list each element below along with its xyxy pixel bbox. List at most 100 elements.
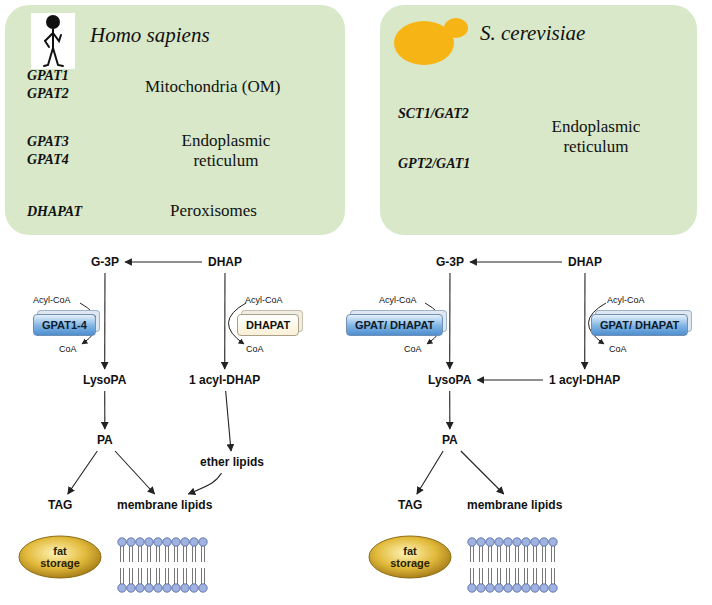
metabolite-label: membrane lipids [117, 498, 212, 512]
cofactor-label: Acyl-CoA [607, 295, 645, 305]
lipid-tail [156, 568, 157, 584]
metabolite-label: TAG [398, 498, 422, 512]
metabolite-node: TAG [395, 497, 425, 513]
lipid-tail [168, 568, 169, 584]
lipid-tail [129, 546, 130, 562]
organism-name: Homo sapiens [90, 23, 210, 48]
lipid-head [540, 584, 548, 592]
lipid-tail [123, 568, 124, 584]
lipid-head [145, 538, 153, 546]
lipid-tail [192, 568, 193, 584]
lipid-tail [201, 546, 202, 562]
lipid-tail [195, 568, 196, 584]
cofactor-label: CoA [246, 344, 264, 354]
lipid-head [522, 584, 530, 592]
lipid-head [172, 584, 180, 592]
lipid-tail [524, 568, 525, 584]
lipid-head [486, 584, 494, 592]
lipid-tail [129, 568, 130, 584]
lipid-tail [536, 568, 537, 584]
gene-name: GPAT3 GPAT4 [27, 133, 83, 169]
metabolite-node: membrane lipids [114, 497, 215, 513]
lipid-tail [473, 546, 474, 562]
fat-droplet-ellipse [19, 536, 101, 578]
lipid-head [199, 584, 207, 592]
lipid-tail [138, 546, 139, 562]
reaction-arrow [188, 473, 221, 494]
metabolite-node: DHAP [205, 254, 245, 270]
enzyme-label: GPAT/ DHAPAT [600, 319, 679, 331]
reaction-arrow [104, 273, 105, 369]
reaction-arrow [68, 451, 98, 494]
gene-name: SCT1/GAT2 [398, 105, 469, 123]
lipid-head [181, 538, 189, 546]
lipid-head [136, 538, 144, 546]
lipid-tail [479, 546, 480, 562]
metabolite-node: LysoPA [425, 372, 474, 388]
enzyme-label: GPAT/ DHAPAT [355, 319, 434, 331]
lipid-head [118, 584, 126, 592]
location-text: Endoplasmic reticulum [170, 131, 282, 172]
metabolite-node: 1 acyl-DHAP [186, 372, 263, 388]
lipid-tail [470, 568, 471, 584]
lipid-tail [536, 546, 537, 562]
lipid-head [154, 538, 162, 546]
cofactor-label: Acyl-CoA [245, 295, 283, 305]
lipid-tail [542, 568, 543, 584]
droplet-label: fat storage [33, 545, 87, 569]
reaction-arrow [470, 261, 562, 262]
lipid-tail [186, 568, 187, 584]
lipid-tail [123, 546, 124, 562]
reaction-arrow [461, 451, 504, 494]
human-icon [23, 11, 83, 73]
enzyme-label: GPAT1-4 [42, 319, 87, 331]
lipid-tail [204, 546, 205, 562]
metabolite-label: G-3P [91, 255, 119, 269]
lipid-tail [192, 546, 193, 562]
membrane-bilayer [468, 538, 557, 592]
gene-name: GPT2/GAT1 [398, 155, 470, 173]
lipid-head [549, 538, 557, 546]
lipid-tail [545, 546, 546, 562]
lipid-tail [491, 568, 492, 584]
metabolite-node: LysoPA [80, 372, 129, 388]
enzyme-box: GPAT/ DHAPAT [591, 314, 688, 336]
lipid-tail [201, 568, 202, 584]
lipid-tail [524, 546, 525, 562]
enzyme-box: DHAPAT [237, 314, 299, 336]
lipid-tail [533, 568, 534, 584]
metabolite-node: G-3P [88, 254, 122, 270]
lipid-tail [165, 546, 166, 562]
lipid-head [468, 584, 476, 592]
lipid-tail [177, 546, 178, 562]
reaction-arrow [226, 391, 231, 451]
droplet-label: fat storage [383, 545, 437, 569]
lipid-tail [159, 568, 160, 584]
reaction-arrow [477, 379, 543, 380]
lipid-tail [509, 568, 510, 584]
cofactor-label: CoA [404, 344, 422, 354]
fat-droplet: fat storage [368, 535, 452, 579]
lipid-tail [515, 546, 516, 562]
lipid-tail [186, 546, 187, 562]
enzyme-label: DHAPAT [246, 319, 290, 331]
metabolite-label: LysoPA [83, 373, 126, 387]
metabolite-node: TAG [45, 497, 75, 513]
lipid-tail [491, 546, 492, 562]
lipid-head [163, 538, 171, 546]
metabolite-label: LysoPA [428, 373, 471, 387]
lipid-tail [500, 546, 501, 562]
lipid-tail [509, 546, 510, 562]
lipid-tail [533, 546, 534, 562]
lipid-head [486, 538, 494, 546]
lipid-head [513, 538, 521, 546]
lipid-tail [174, 546, 175, 562]
lipid-tail [518, 568, 519, 584]
metabolite-label: DHAP [568, 255, 602, 269]
lipid-tail [174, 568, 175, 584]
reaction-arrow [104, 391, 105, 429]
gene-name: GPAT1 GPAT2 [27, 67, 83, 103]
lipid-tail [156, 546, 157, 562]
lipid-tail [542, 546, 543, 562]
